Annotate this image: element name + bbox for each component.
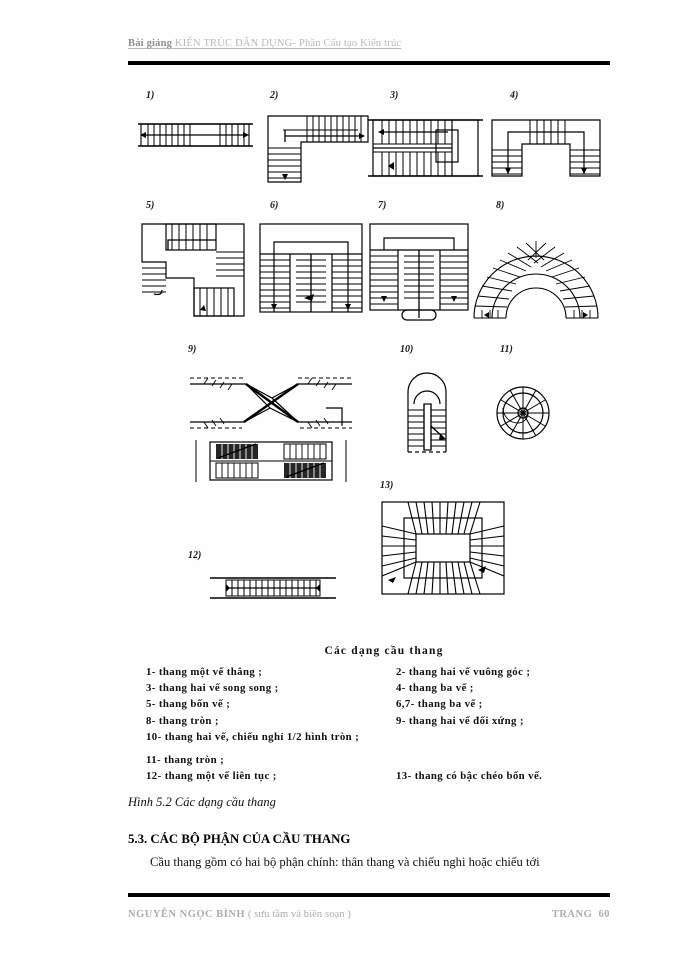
legend-item-5: 5- thang bốn vế ;: [146, 698, 231, 711]
header-rule: [128, 61, 610, 65]
legend-item-3: 3- thang hai vế song song ;: [146, 682, 279, 695]
stair-diagram-5: [138, 220, 248, 320]
figure-legend: Các dạng cầu thang 1- thang một vế thẳng…: [128, 645, 610, 784]
figure-label-4: 4): [510, 90, 519, 101]
legend-item-6-7: 6,7- thang ba vế ;: [396, 698, 483, 711]
legend-item-2: 2- thang hai vế vuông góc ;: [396, 666, 531, 678]
figure-label-7: 7): [378, 200, 387, 211]
stair-diagram-13-diagonal: [378, 498, 508, 598]
footer-author-block: NGUYỄN NGỌC BÌNH ( sưu tầm và biên soạn …: [128, 909, 351, 920]
stair-diagram-1: [138, 116, 253, 161]
stair-diagram-11-spiral: [492, 382, 554, 444]
footer-rule: [128, 893, 610, 897]
figure-label-10: 10): [400, 344, 414, 355]
legend-title: Các dạng cầu thang: [324, 645, 444, 657]
figure-label-2: 2): [270, 90, 279, 101]
figure-label-8: 8): [496, 200, 505, 211]
legend-item-8: 8- thang tròn ;: [146, 714, 219, 727]
legend-item-12: 12- thang một vế liên tục ;: [146, 770, 277, 783]
footer-note: ( sưu tầm và biên soạn ): [247, 908, 351, 920]
section-body-text: Cầu thang gồm có hai bộ phận chính: thân…: [150, 855, 540, 869]
figure-caption: Hình 5.2 Các dạng cầu thang: [128, 795, 276, 809]
stair-diagram-10-half-round: [400, 364, 455, 454]
legend-spacer: [128, 745, 610, 752]
figure-label-5: 5): [146, 200, 155, 211]
legend-row: 5- thang bốn vế ; 6,7- thang ba vế ;: [128, 696, 610, 712]
header-rest-part: KIẾN TRÚC DÂN DỤNG- Phần Cấu tạo Kiến tr…: [172, 38, 402, 49]
stair-diagram-2: [263, 110, 373, 185]
legend-row: 3- thang hai vế song song ; 4- thang ba …: [128, 680, 610, 696]
legend-row: 11- thang tròn ;: [128, 752, 610, 768]
legend-item-9: 9- thang hai vế đối xứng ;: [396, 714, 524, 727]
page-header: Bài giảng KIẾN TRÚC DÂN DỤNG- Phần Cấu t…: [128, 38, 401, 49]
legend-item-4: 4- thang ba vế ;: [396, 682, 474, 695]
footer-page-block: TRANG 60: [552, 909, 610, 920]
legend-row: 12- thang một vế liên tục ; 13- thang có…: [128, 768, 610, 784]
stair-diagram-8-spiral-arch: [466, 222, 606, 322]
figure-label-6: 6): [270, 200, 279, 211]
stair-diagram-4: [486, 114, 606, 180]
legend-item-11: 11- thang tròn ;: [146, 753, 225, 766]
figure-label-11: 11): [500, 344, 513, 355]
figure-label-9: 9): [188, 344, 197, 355]
stair-diagram-9-crossing: [186, 364, 356, 484]
legend-row: 8- thang tròn ; 9- thang hai vế đối xứng…: [128, 713, 610, 729]
footer-author: NGUYỄN NGỌC BÌNH: [128, 908, 246, 920]
legend-row: 1- thang một vế thẳng ; 2- thang hai vế …: [128, 664, 610, 680]
figure-label-13: 13): [380, 480, 394, 491]
legend-item-13: 13- thang có bậc chéo bốn vế.: [396, 770, 543, 783]
stair-diagram-7: [366, 220, 471, 322]
header-bold-part: Bài giảng: [128, 38, 173, 49]
figure-label-1: 1): [146, 90, 155, 101]
page-footer: NGUYỄN NGỌC BÌNH ( sưu tầm và biên soạn …: [128, 906, 610, 922]
section-heading: 5.3. CÁC BỘ PHẬN CỦA CẦU THANG: [128, 832, 351, 846]
figure-label-3: 3): [390, 90, 399, 101]
legend-rows: 1- thang một vế thẳng ; 2- thang hai vế …: [128, 664, 610, 784]
stair-diagram-6: [256, 220, 366, 320]
figure-label-12: 12): [188, 550, 202, 561]
figure-5-2: 1): [128, 72, 610, 792]
footer-page-number: 60: [598, 908, 610, 920]
legend-item-1: 1- thang một vế thẳng ;: [146, 666, 263, 678]
stair-diagram-12-continuous: [208, 570, 338, 604]
stair-diagram-3: [368, 114, 483, 180]
legend-row: 10- thang hai vế, chiếu nghỉ 1/2 hình tr…: [128, 729, 610, 745]
legend-item-10: 10- thang hai vế, chiếu nghỉ 1/2 hình tr…: [146, 730, 360, 743]
footer-page-label: TRANG: [551, 908, 593, 920]
